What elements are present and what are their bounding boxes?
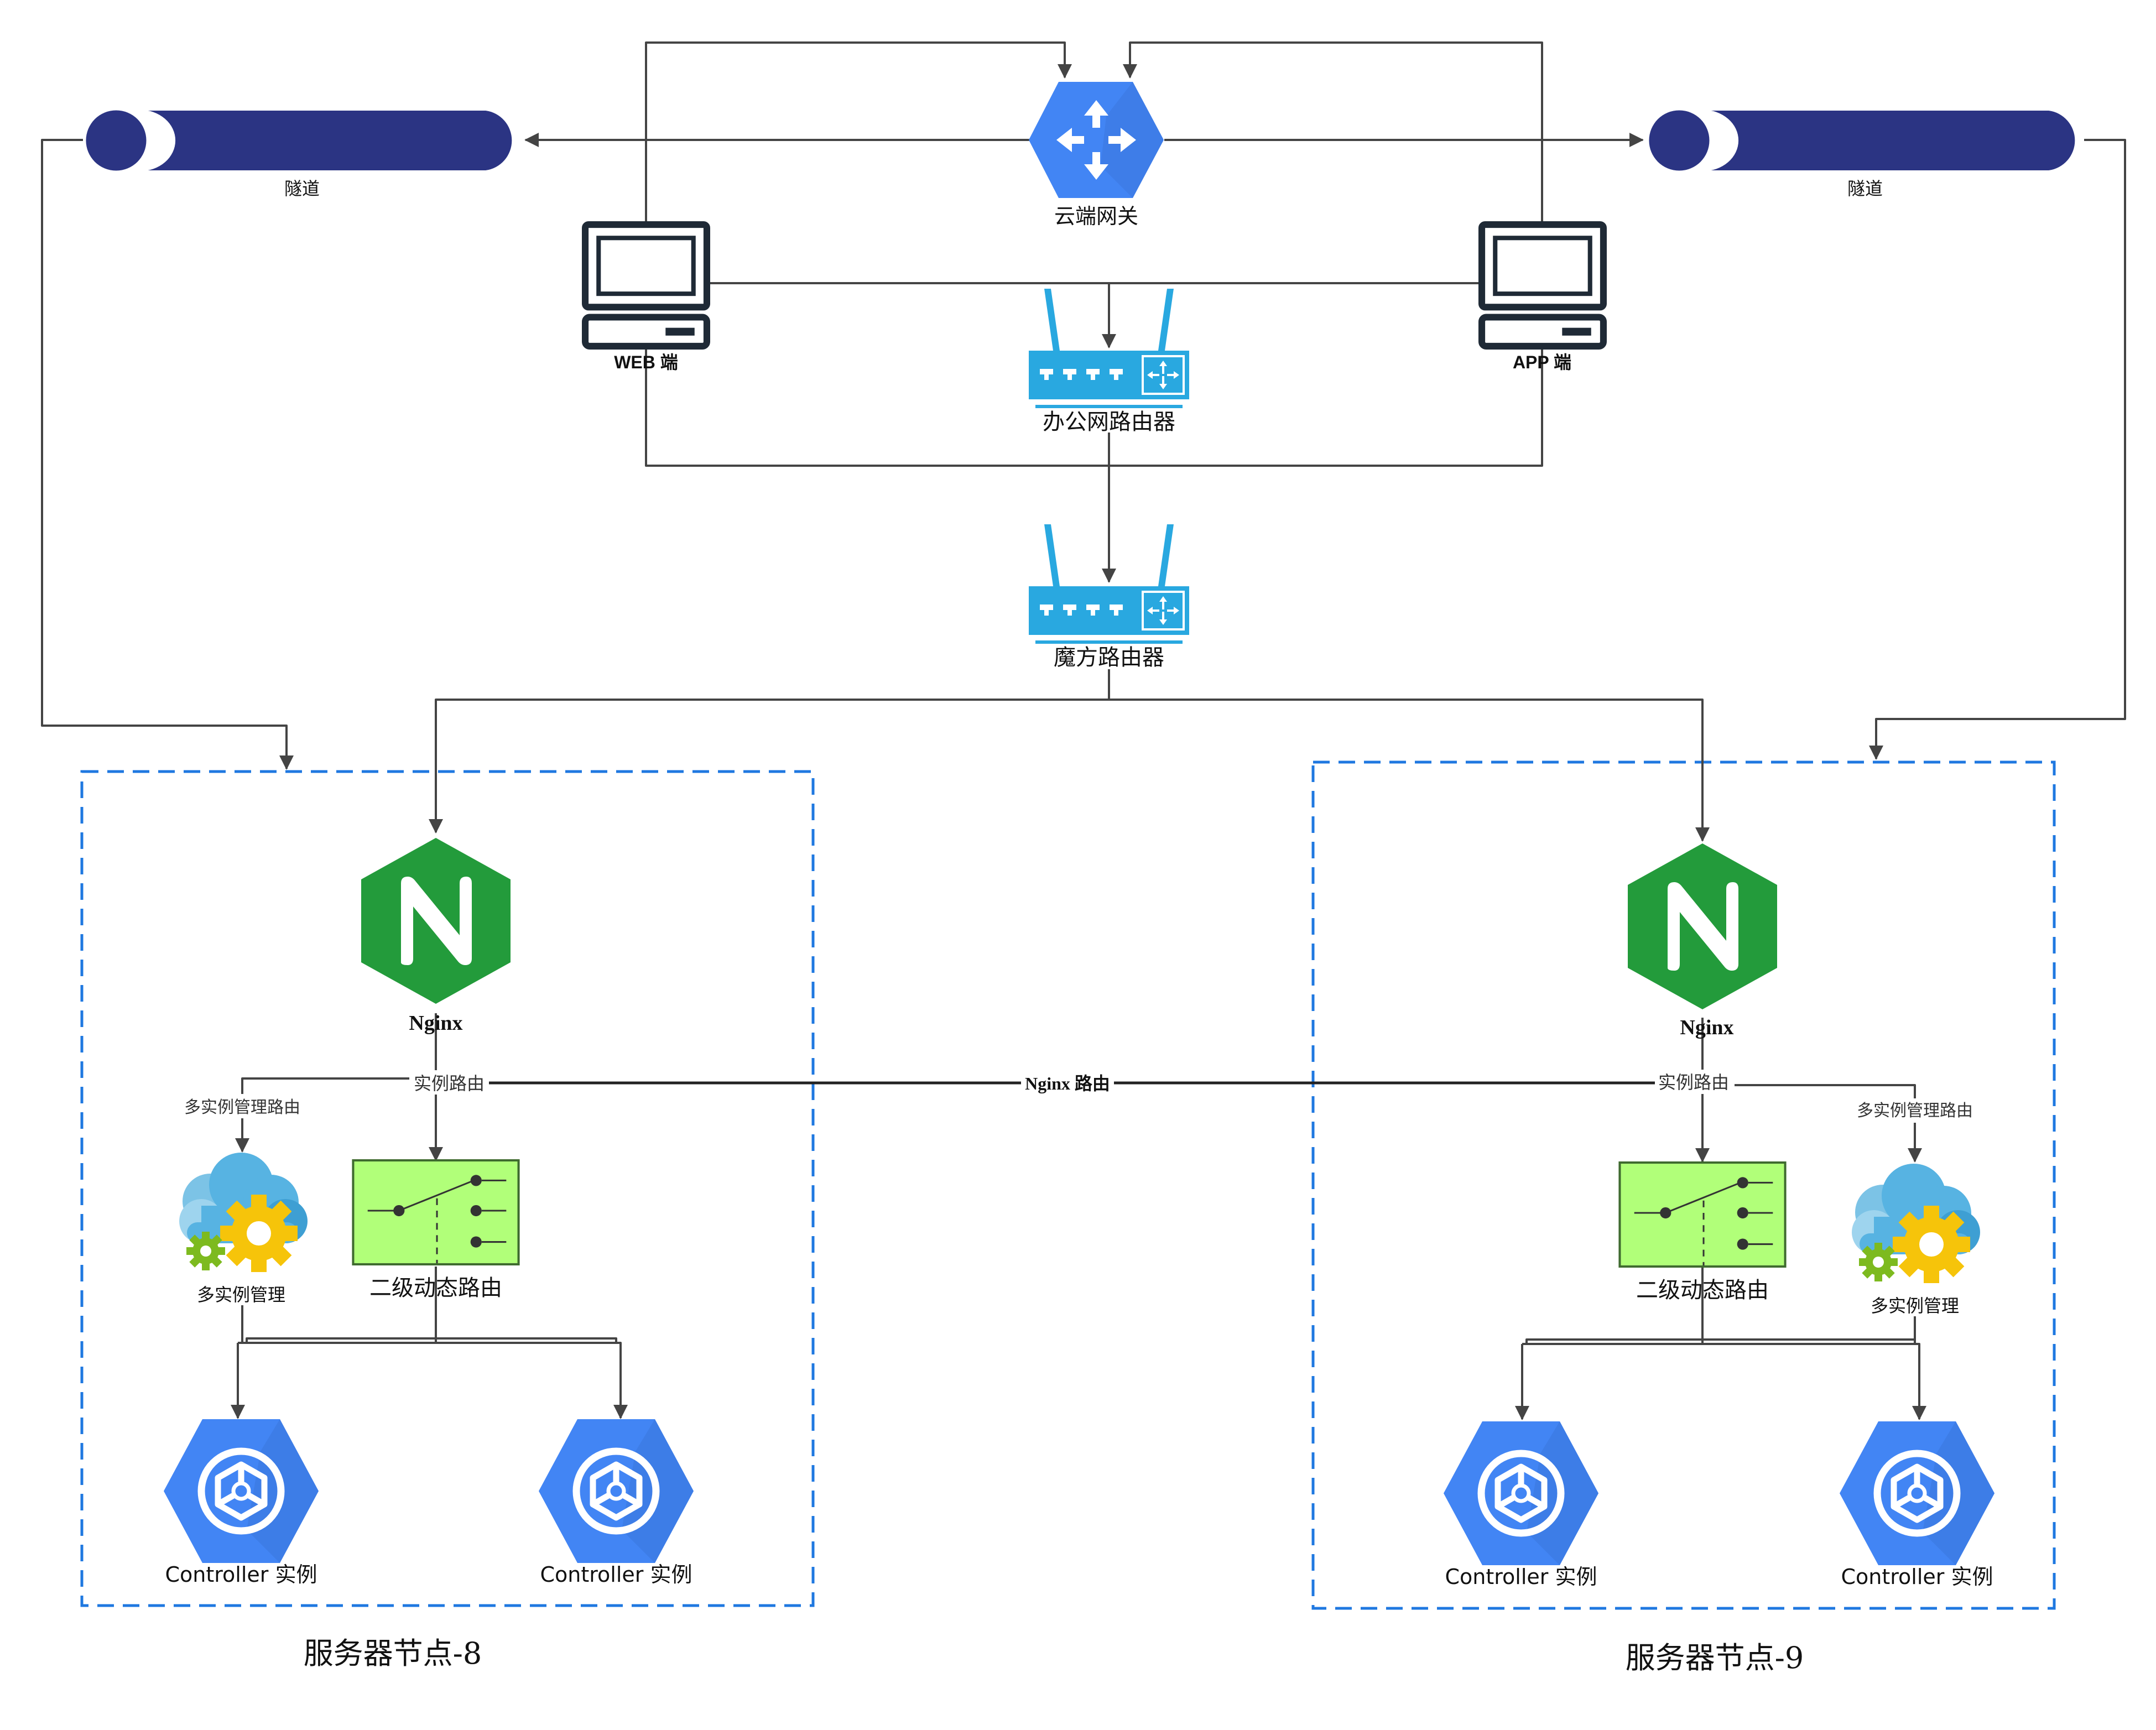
tunnel-left-label: 隧道 [284,178,320,199]
multi-instance-left-node[interactable]: 多实例管理 [178,1153,314,1305]
controller-right-2-node[interactable]: Controller 实例 [1840,1421,1994,1589]
office-router-node[interactable]: 办公网路由器 [1029,288,1189,435]
nginx-logo-icon [1628,843,1777,1009]
server-node-8-group [80,770,815,1607]
switch-icon [1619,1163,1785,1267]
instance-route-right-label: 实例路由 [1658,1072,1729,1093]
multi-instance-route-left-label: 多实例管理路由 [184,1098,300,1117]
server-node-9-title: 服务器节点-9 [1626,1640,1804,1675]
tunnel-left-node[interactable]: 隧道 [86,110,512,199]
instance-route-left-label: 实例路由 [414,1073,485,1094]
multi-instance-left-label: 多实例管理 [197,1284,285,1305]
nginx-right-node[interactable]: Nginx [1628,843,1777,1039]
server-node-8-title: 服务器节点-8 [304,1636,482,1671]
cloud-gear-icon [1851,1164,1981,1289]
controller-right-2-label: Controller 实例 [1841,1565,1993,1589]
multi-instance-right-node[interactable]: 多实例管理 [1851,1164,1986,1316]
nginx-route-label-text: Nginx 路由 [1025,1074,1110,1093]
cloud-gateway-node[interactable]: 云端网关 [1029,82,1164,228]
tunnel-icon [1649,110,2075,171]
secondary-routing-left-node[interactable]: 二级动态路由 [353,1160,518,1301]
controller-left-2-label: Controller 实例 [540,1562,692,1587]
tunnel-right-node[interactable]: 隧道 [1649,110,2075,199]
router-arrows-icon [1029,82,1164,198]
web-client-label: WEB 端 [614,352,678,372]
nginx-right-label: Nginx [1680,1016,1733,1039]
nginx-left-label: Nginx [409,1012,462,1035]
multi-instance-right-label: 多实例管理 [1871,1295,1959,1316]
connectors [41,41,2126,1420]
controller-left-2-node[interactable]: Controller 实例 [539,1419,694,1587]
controller-right-1-label: Controller 实例 [1445,1565,1597,1589]
cube-router-label: 魔方路由器 [1054,645,1164,670]
cloud-gear-icon [178,1153,309,1278]
nginx-route-label: Nginx 路由 [1025,1074,1110,1093]
app-client-node[interactable]: APP 端 [1482,225,1603,372]
desktop-computer-icon [1482,225,1603,346]
kubernetes-engine-icon [1840,1421,1994,1565]
secondary-routing-right-label: 二级动态路由 [1636,1278,1769,1303]
controller-right-1-node[interactable]: Controller 实例 [1444,1421,1598,1589]
kubernetes-engine-icon [164,1419,319,1563]
kubernetes-engine-icon [539,1419,694,1563]
tunnel-right-label: 隧道 [1847,178,1883,199]
nginx-logo-icon [361,838,511,1004]
controller-left-1-label: Controller 实例 [165,1562,317,1587]
nginx-left-node[interactable]: Nginx [361,838,511,1035]
tunnel-icon [86,110,512,171]
controller-left-1-node[interactable]: Controller 实例 [164,1419,319,1587]
cube-router-node[interactable]: 魔方路由器 [1029,523,1189,670]
kubernetes-engine-icon [1444,1421,1598,1565]
app-client-label: APP 端 [1513,352,1571,372]
web-client-node[interactable]: WEB 端 [585,225,707,372]
cloud-gateway-label: 云端网关 [1054,204,1138,228]
multi-instance-route-right-label: 多实例管理路由 [1857,1101,1973,1121]
secondary-routing-right-node[interactable]: 二级动态路由 [1619,1163,1785,1303]
switch-icon [353,1160,518,1264]
server-node-9-group [1311,760,2056,1610]
desktop-computer-icon [585,225,707,346]
secondary-routing-left-label: 二级动态路由 [369,1275,502,1301]
office-router-label: 办公网路由器 [1043,409,1175,435]
